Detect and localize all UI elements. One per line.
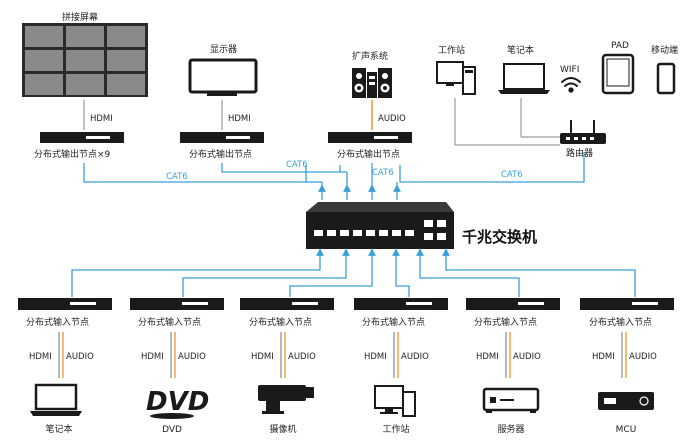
input-node-label-2: 分布式输入节点: [138, 318, 202, 328]
output-node-wall-label: 分布式输出节点×9: [34, 150, 111, 160]
input-node-label-5: 分布式输入节点: [474, 318, 538, 328]
input-audio-label-5: AUDIO: [513, 352, 541, 362]
output-node-wall: [40, 132, 124, 143]
wifi-label: WIFI: [560, 65, 580, 75]
phone-icon: [656, 62, 676, 95]
source-label-3: 摄像机: [269, 425, 297, 435]
dvd-logo-icon: DVD: [146, 387, 209, 419]
speaker-label: 扩声系统: [352, 52, 389, 62]
source-label-6: MCU: [615, 425, 637, 435]
output-node-display-label: 分布式输出节点: [189, 150, 253, 160]
input-node-label-3: 分布式输入节点: [249, 318, 313, 328]
source-label-1: 笔记本: [45, 425, 73, 435]
input-audio-label-6: AUDIO: [629, 352, 657, 362]
input-node-label-1: 分布式输入节点: [26, 318, 90, 328]
input-audio-label-2: AUDIO: [178, 352, 206, 362]
display-label: 显示器: [210, 45, 238, 55]
input-audio-label-4: AUDIO: [401, 352, 429, 362]
laptop-icon: [30, 383, 82, 416]
source-label-5: 服务器: [497, 425, 525, 435]
router-icon: [560, 120, 606, 144]
input-node-4: [354, 298, 448, 310]
display-signal-label: HDMI: [228, 114, 251, 124]
source-label-4: 工作站: [382, 425, 410, 435]
monitor-icon: [188, 58, 258, 96]
input-node-2: [130, 298, 224, 310]
input-node-label-4: 分布式输入节点: [362, 318, 426, 328]
input-node-1: [18, 298, 112, 310]
workstation-icon: [436, 61, 476, 95]
wifi-icon: [561, 77, 581, 93]
speaker-system-icon: [352, 68, 392, 98]
phone-label: 移动端: [651, 46, 679, 56]
cat6-label-1: CAT6: [166, 172, 188, 182]
input-audio-label-3: AUDIO: [288, 352, 316, 362]
cat6-label-3: CAT6: [372, 168, 394, 178]
server-icon: [482, 387, 540, 413]
input-node-label-6: 分布式输入节点: [589, 318, 653, 328]
laptop-label: 笔记本: [507, 46, 535, 56]
svg-text:DVD: DVD: [146, 387, 209, 417]
switch-label: 千兆交换机: [462, 228, 538, 246]
input-hdmi-label-6: HDMI: [592, 352, 615, 362]
gigabit-switch-icon: [306, 202, 454, 249]
laptop-icon: [498, 63, 550, 94]
input-hdmi-label-1: HDMI: [29, 352, 52, 362]
workstation-label: 工作站: [438, 46, 466, 56]
input-hdmi-label-5: HDMI: [476, 352, 499, 362]
router-label: 路由器: [566, 149, 594, 159]
input-node-6: [580, 298, 674, 310]
tablet-icon: [601, 53, 635, 95]
video-camera-icon: [258, 385, 314, 414]
input-hdmi-label-4: HDMI: [364, 352, 387, 362]
input-audio-label-1: AUDIO: [66, 352, 94, 362]
input-hdmi-label-3: HDMI: [251, 352, 274, 362]
cat6-label-4: CAT6: [501, 170, 523, 180]
source-label-2: DVD: [162, 425, 182, 435]
speaker-signal-label: AUDIO: [378, 114, 406, 124]
output-node-speaker-label: 分布式输出节点: [337, 150, 401, 160]
input-node-5: [466, 298, 560, 310]
workstation-icon: [374, 385, 416, 417]
video-wall-icon: [22, 23, 148, 97]
input-hdmi-label-2: HDMI: [141, 352, 164, 362]
output-node-speaker: [328, 132, 412, 143]
input-node-3: [240, 298, 334, 310]
cat6-label-2: CAT6: [286, 160, 308, 170]
wall-signal-label: HDMI: [90, 114, 113, 124]
output-node-display: [180, 132, 264, 143]
mcu-device-icon: [598, 392, 654, 410]
video-wall-label: 拼接屏幕: [62, 13, 99, 23]
pad-label: PAD: [611, 41, 629, 51]
